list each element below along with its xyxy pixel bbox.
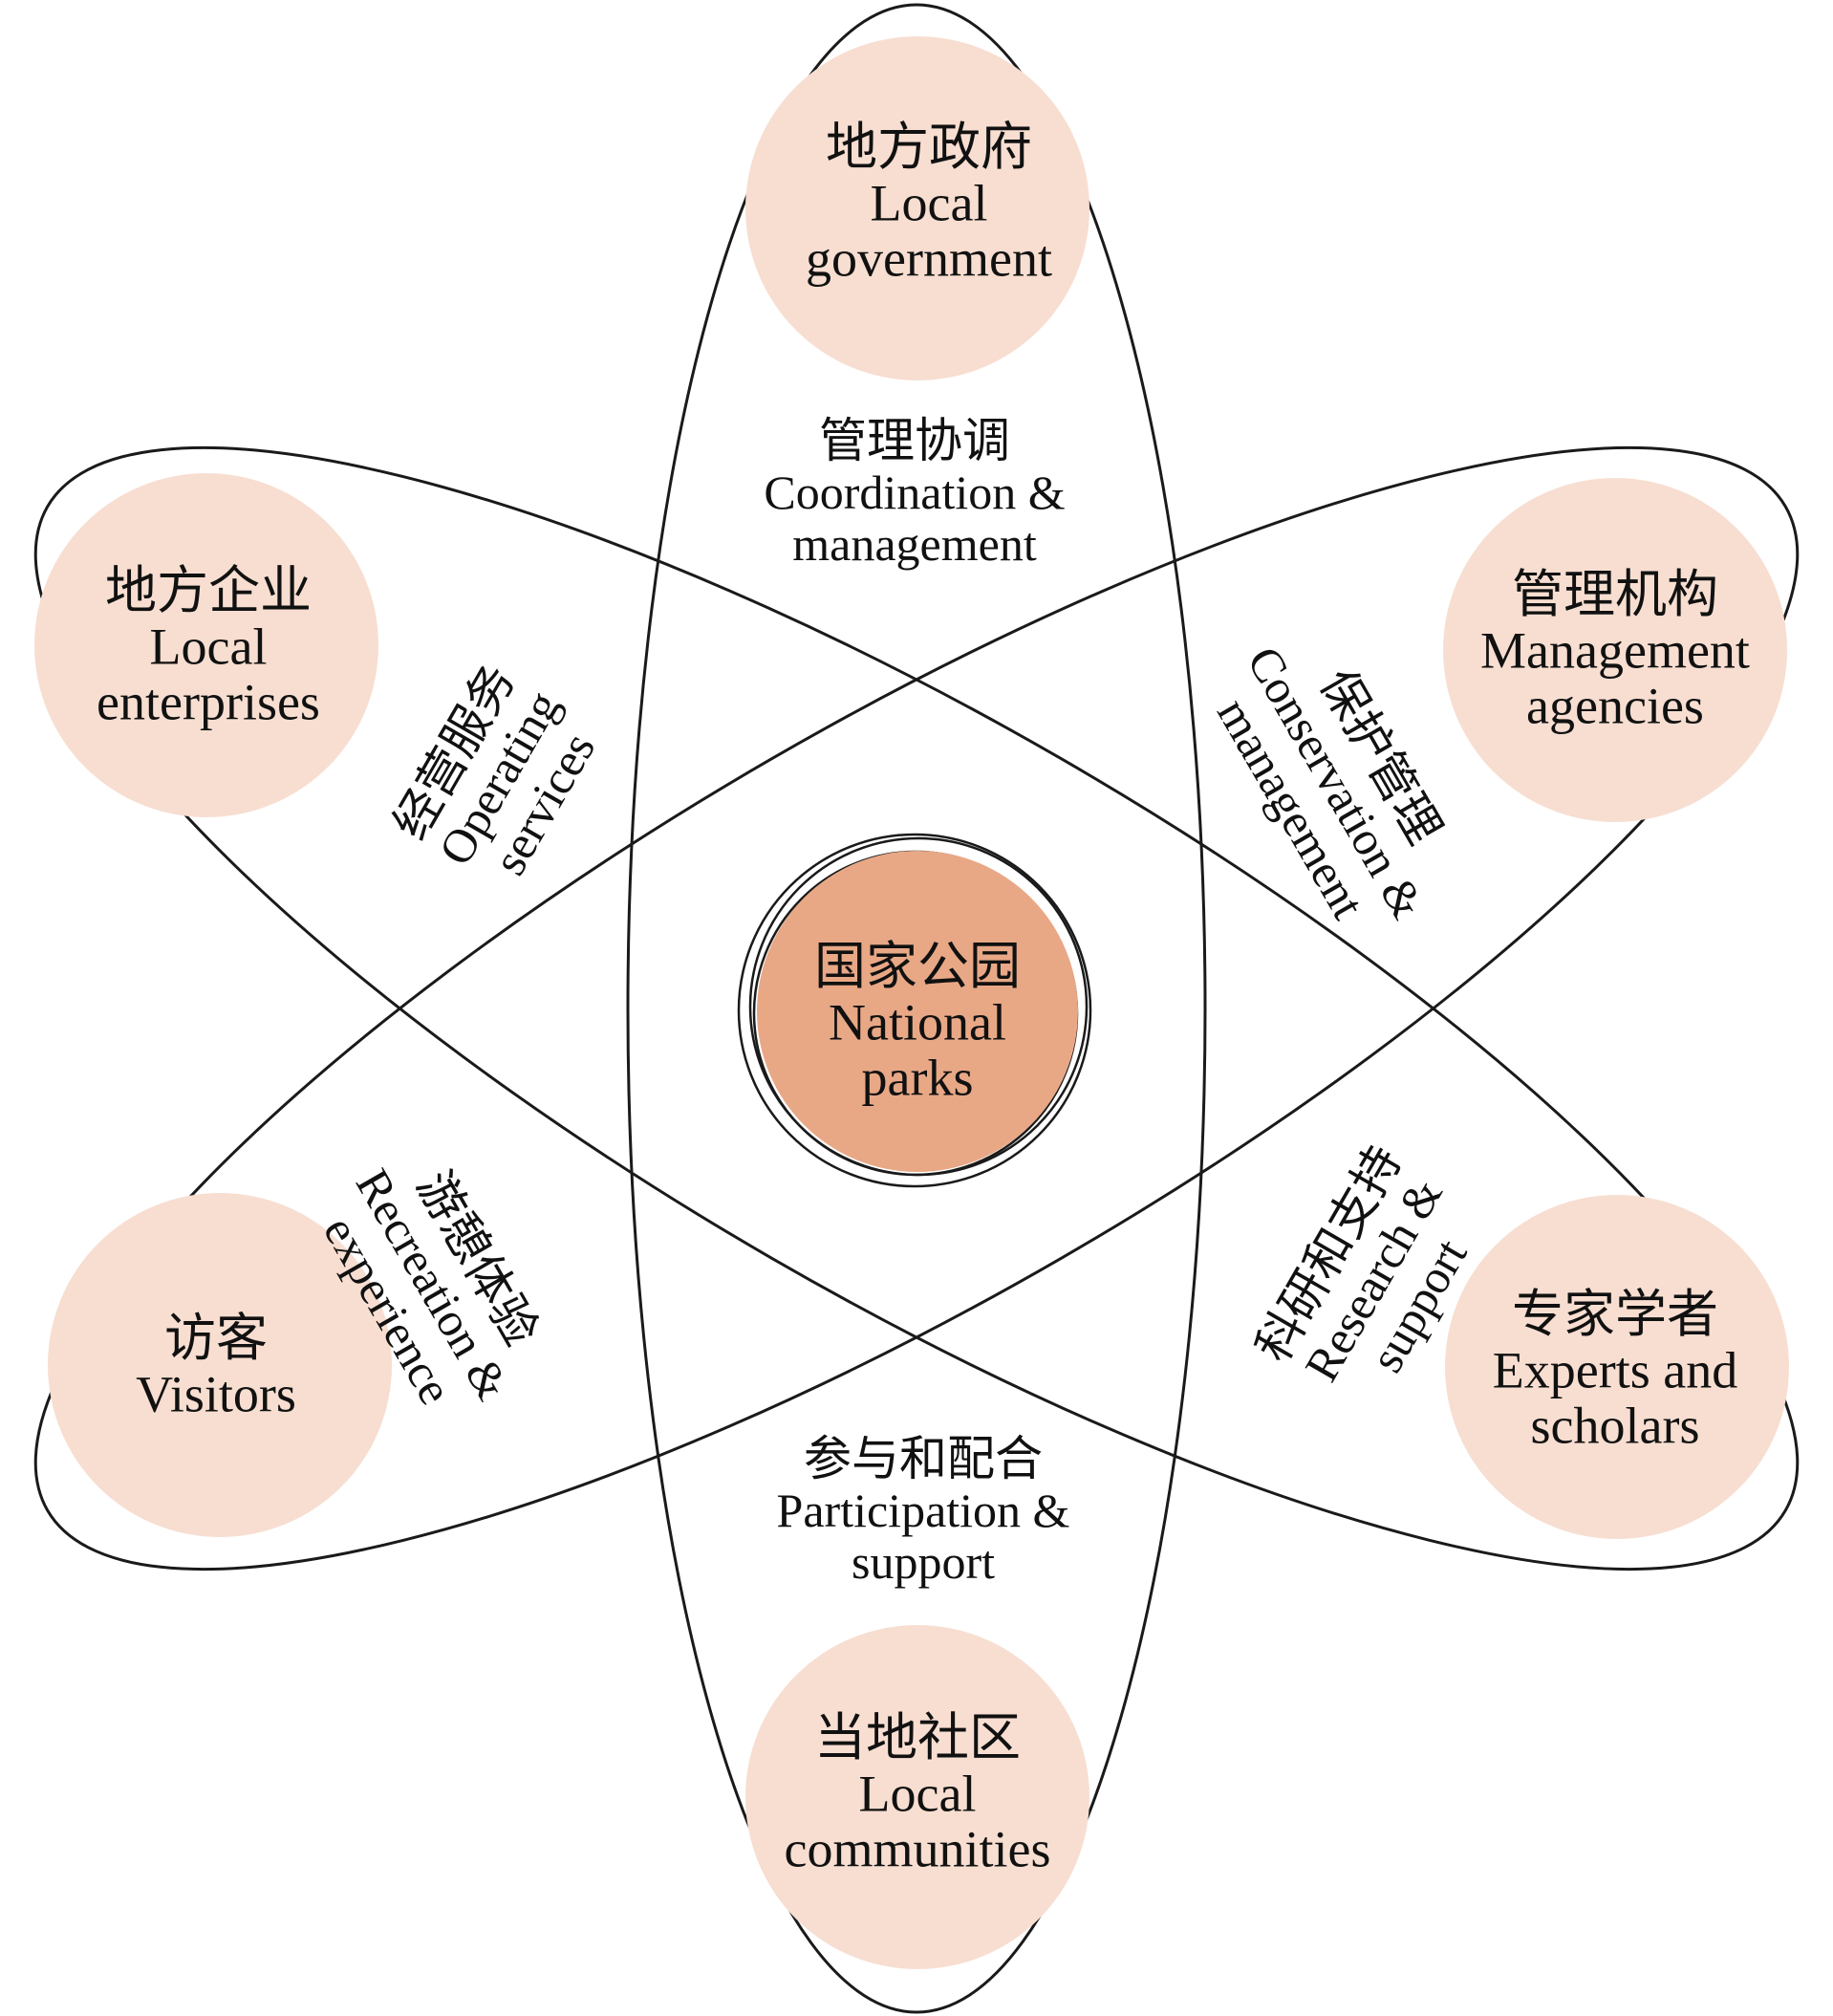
node-local-government-label-line: Local [871,174,988,231]
node-experts-scholars-label-line: 专家学者 [1512,1286,1718,1343]
node-local-communities-circle [745,1625,1089,1969]
node-local-communities-label-line: Local [859,1765,977,1822]
node-local-government-label-line: government [806,230,1052,288]
node-local-enterprises-circle [34,473,378,817]
node-experts-scholars-label-line: scholars [1531,1398,1700,1455]
node-experts-scholars-label-line: Experts and [1493,1341,1737,1398]
petal-diagonal-left [33,445,1800,1572]
relation-operating-services: 经营服务Operatingservices [383,656,615,900]
center-ring-outer [737,833,1092,1188]
relation-coordination-management-line: 管理协调 [819,414,1010,467]
center-node-circle [757,851,1078,1172]
node-management-agencies-label-line: 管理机构 [1512,566,1718,623]
center-node-label-line: parks [862,1050,974,1107]
node-management-agencies-label-line: agencies [1526,678,1704,735]
node-local-communities-label-line: communities [785,1821,1051,1878]
node-local-government-circle [745,36,1089,380]
petal-vertical [626,3,1207,2014]
node-visitors-circle [48,1193,392,1537]
center-node-label-line: National [829,993,1006,1051]
relation-coordination-management-line: Coordination & [764,466,1065,519]
relation-participation-support-line: support [852,1535,995,1589]
node-visitors-label-line: Visitors [136,1365,296,1422]
relation-conservation-management: 保护管理Conservation &management [1192,612,1479,953]
node-visitors-label-line: 访客 [164,1310,268,1367]
node-management-agencies-label-line: Management [1480,621,1750,679]
relation-participation-support-line: Participation & [777,1484,1070,1537]
node-management-agencies-circle [1443,478,1787,822]
node-experts-scholars-circle [1445,1195,1789,1539]
petal-ellipses [33,3,1800,2014]
relation-participation-support-line: 参与和配合 [804,1432,1043,1485]
node-local-communities-label-line: 当地社区 [814,1709,1021,1767]
node-local-enterprises-label-line: enterprises [97,674,320,731]
node-local-enterprises-label-line: 地方企业 [105,562,312,619]
center-node-label-line: 国家公园 [814,938,1021,995]
center-rings [737,833,1092,1188]
relation-coordination-management-line: management [792,517,1037,571]
petal-diagonal-right [33,445,1800,1572]
node-local-government-label-line: 地方政府 [826,119,1032,176]
node-local-enterprises-label-line: Local [150,618,268,675]
